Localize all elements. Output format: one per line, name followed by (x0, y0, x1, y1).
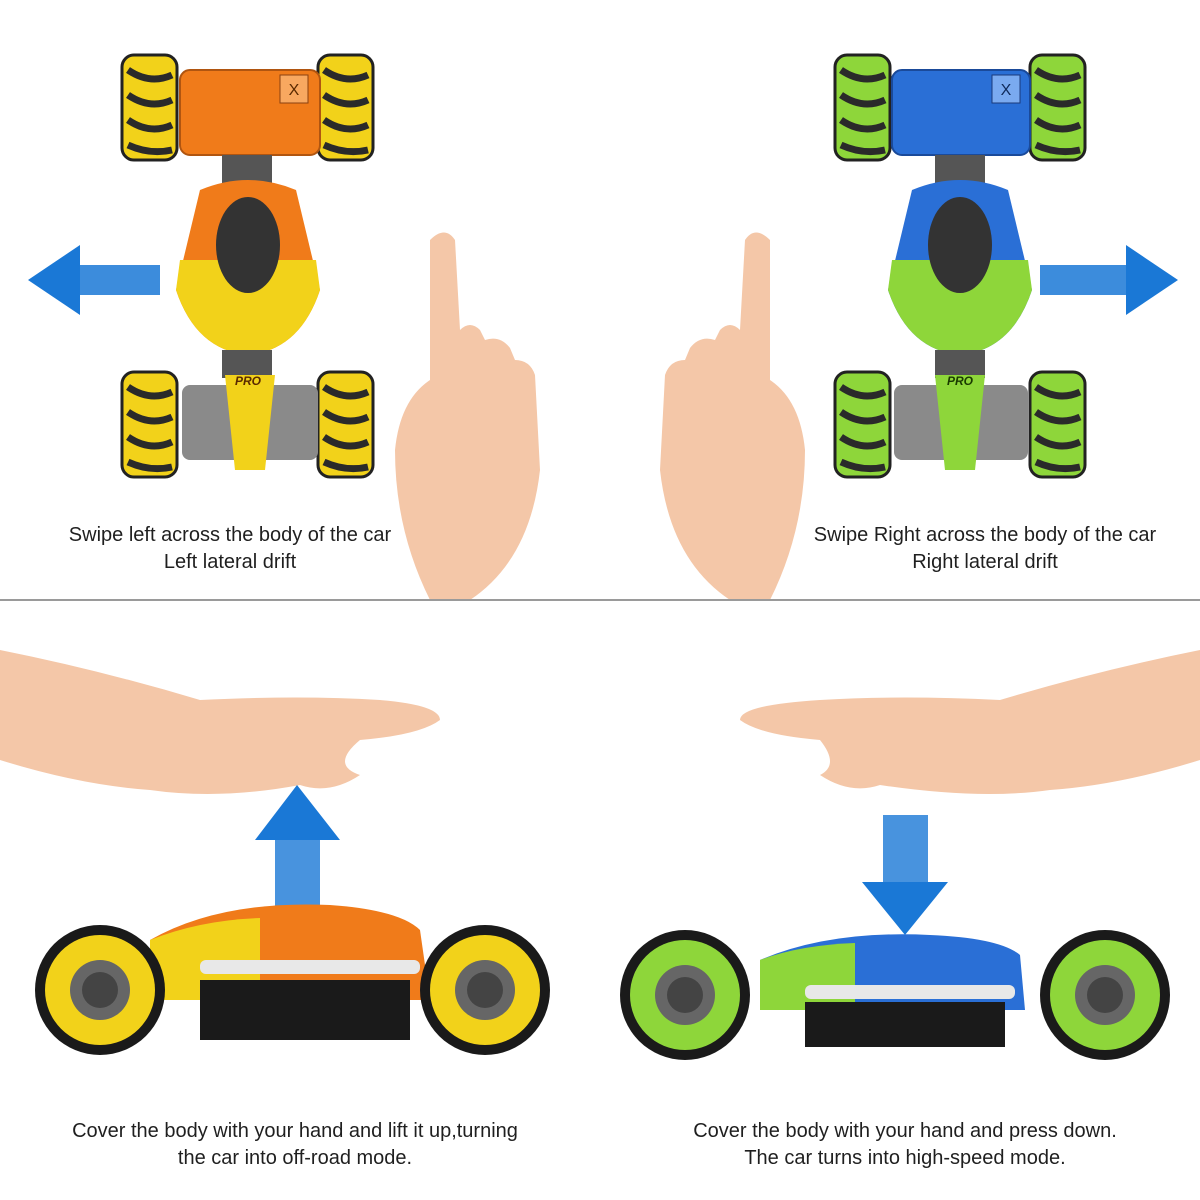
caption-line-1: Cover the body with your hand and press … (693, 1120, 1117, 1142)
pro-label: PRO (235, 374, 262, 388)
caption-press-down: Cover the body with your hand and press … (630, 1118, 1180, 1172)
caption-line-2: Right lateral drift (912, 551, 1058, 573)
hand-pointing-left (395, 232, 540, 600)
caption-swipe-right: Swipe Right across the body of the car R… (775, 522, 1195, 576)
panel-swipe-left: X PRO Swipe left across the body of the … (0, 0, 600, 600)
pro-label-2: PRO (947, 374, 974, 388)
caption-line-1: Cover the body with your hand and lift i… (72, 1120, 518, 1142)
caption-line-2: Left lateral drift (163, 551, 297, 573)
blue-car-top-view: X PRO (660, 53, 1178, 600)
orange-car-top-view: X PRO (28, 53, 540, 600)
panel-press-down: Cover the body with your hand and press … (600, 600, 1200, 1200)
arrow-right-icon (1040, 245, 1178, 315)
arrow-down-icon (862, 815, 948, 935)
hand-palm-down (0, 650, 440, 794)
hand-palm-down-right (740, 650, 1200, 794)
orange-car-side-view (0, 650, 550, 1055)
caption-swipe-left: Swipe left across the body of the car Le… (20, 522, 440, 576)
svg-text:X: X (1001, 82, 1012, 99)
hand-pointing-right (660, 232, 805, 600)
caption-line-1: Swipe left across the body of the car (68, 524, 392, 546)
panel-swipe-right: X PRO Swipe Right across the body of the… (600, 0, 1200, 600)
divider-line (0, 599, 1200, 601)
panel-lift-up: Cover the body with your hand and lift i… (0, 600, 600, 1200)
caption-lift-up: Cover the body with your hand and lift i… (30, 1118, 560, 1172)
arrow-left-icon (28, 245, 160, 315)
svg-text:X: X (289, 82, 300, 99)
blue-car-side-view (620, 650, 1200, 1060)
caption-line-2: the car into off-road mode. (177, 1147, 413, 1169)
caption-line-2: The car turns into high-speed mode. (744, 1147, 1066, 1169)
caption-line-1: Swipe Right across the body of the car (813, 524, 1157, 546)
